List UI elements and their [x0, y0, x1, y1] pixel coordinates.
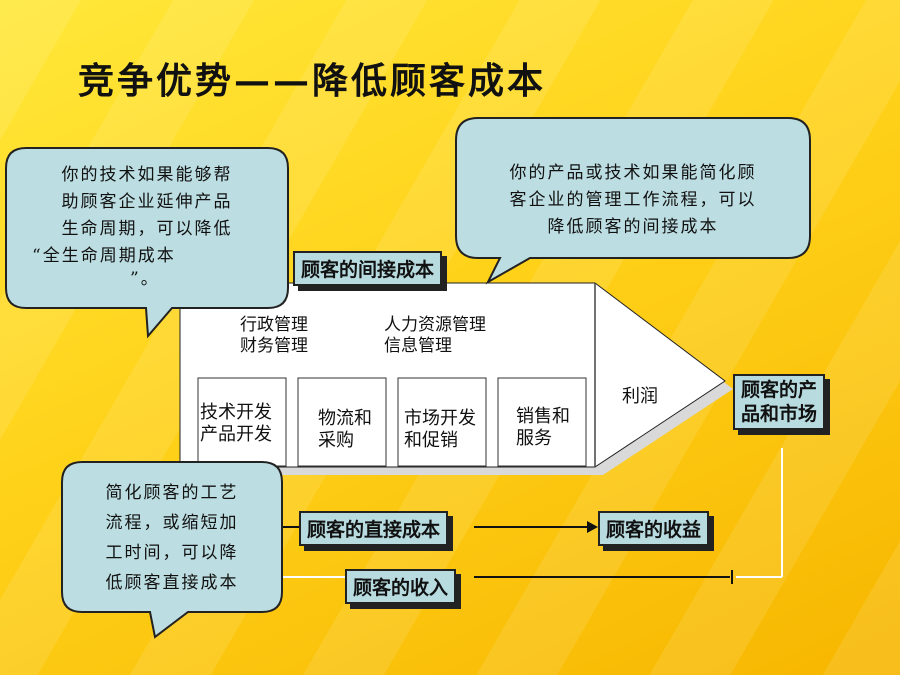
bubble-top-right — [455, 117, 811, 285]
bubble-top-left-text: 你的技术如果能够帮 助顾客企业延伸产品 生命周期，可以降低 “全生命周期成本 ”… — [12, 162, 282, 288]
bubble-line: 流程，或缩短加 — [105, 513, 239, 533]
activity-line: 采购 — [318, 430, 354, 451]
activity-rd-text: 技术开发 产品开发 — [200, 402, 272, 446]
support-activity-finance: 财务管理 — [240, 336, 308, 356]
bubble-bottom-left — [61, 461, 283, 639]
activity-line: 销售和 — [516, 406, 570, 427]
activity-line: 产品开发 — [200, 424, 272, 445]
indirect-cost-label: 顾客的间接成本 — [293, 251, 443, 286]
direct-cost-label: 顾客的直接成本 — [299, 511, 449, 546]
activity-box-sales — [497, 377, 587, 467]
bubble-line: 生命周期，可以降低 — [61, 219, 233, 239]
slide-title: 竞争优势——降低顾客成本 — [78, 60, 547, 102]
activity-logistics-text: 物流和 采购 — [318, 408, 372, 452]
activity-line: 市场开发 — [404, 408, 476, 429]
products-markets-line: 顾客的产 — [741, 379, 818, 401]
activity-box-logistics — [297, 377, 387, 467]
profit-label: 利润 — [622, 386, 658, 407]
support-activity-hr: 人力资源管理 — [384, 315, 486, 335]
activity-box-marketing — [397, 377, 487, 467]
products-markets-line: 品和市场 — [741, 403, 818, 425]
activity-line: 服务 — [516, 428, 552, 449]
benefit-label: 顾客的收益 — [598, 511, 710, 546]
bubble-top-left — [5, 147, 289, 339]
activity-line: 物流和 — [318, 408, 372, 429]
bubble-line: “全生命周期成本 — [32, 246, 176, 266]
bubble-line: 你的产品或技术如果能简化顾 — [509, 163, 757, 183]
bubble-line: 你的技术如果能够帮 — [61, 165, 233, 185]
bubble-bottom-left-text: 简化顾客的工艺 流程，或缩短加 工时间，可以降 低顾客直接成本 — [68, 478, 276, 598]
bubble-line: 工时间，可以降 — [105, 543, 239, 563]
support-activity-info: 信息管理 — [384, 336, 452, 356]
products-markets-label: 顾客的产 品和市场 — [733, 374, 826, 430]
income-label: 顾客的收入 — [345, 569, 457, 604]
activity-line: 和促销 — [404, 430, 458, 451]
bubble-line: 降低顾客的间接成本 — [547, 217, 719, 237]
activity-sales-text: 销售和 服务 — [516, 406, 570, 450]
activity-marketing-text: 市场开发 和促销 — [404, 408, 476, 452]
bubble-line: 客企业的管理工作流程，可以 — [509, 190, 757, 210]
bubble-top-right-text: 你的产品或技术如果能简化顾 客企业的管理工作流程，可以 降低顾客的间接成本 — [462, 160, 804, 241]
bubble-line: 低顾客直接成本 — [105, 573, 239, 593]
bubble-line: ”。 — [130, 269, 160, 289]
bubble-line: 助顾客企业延伸产品 — [61, 192, 233, 212]
bubble-line: 简化顾客的工艺 — [105, 483, 239, 503]
support-activity-admin: 行政管理 — [240, 315, 308, 335]
activity-line: 技术开发 — [200, 402, 272, 423]
arrowhead-benefit — [587, 521, 598, 533]
